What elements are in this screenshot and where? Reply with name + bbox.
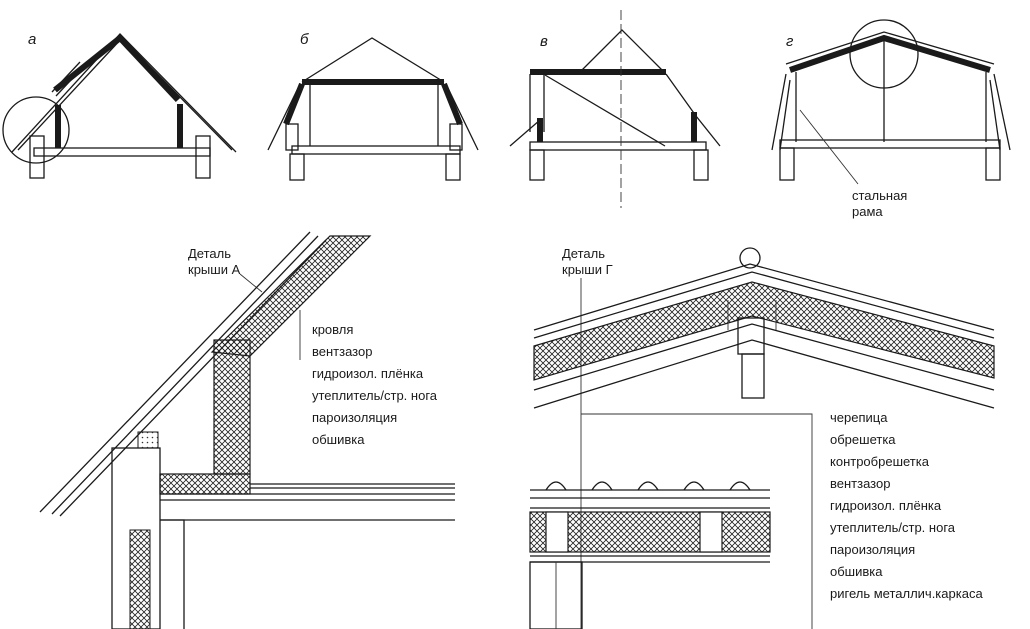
steel-frame-label-1: стальная	[852, 188, 907, 203]
detail-g-layer: обшивка	[830, 564, 883, 579]
detail-a-layer: гидроизол. плёнка	[312, 366, 424, 381]
detail-g-layer: утеплитель/стр. нога	[830, 520, 956, 535]
variant-g-section: г стальная рама	[771, 19, 1011, 219]
detail-a-layer: утеплитель/стр. нога	[312, 388, 438, 403]
detail-g-layer: гидроизол. плёнка	[830, 498, 942, 513]
detail-g-marker	[849, 19, 919, 89]
variant-b-section: б	[267, 31, 479, 181]
detail-g-drawing: Деталь крыши Г	[529, 246, 995, 629]
detail-a-drawing: Деталь крыши А	[39, 231, 455, 629]
detail-a-marker	[2, 96, 70, 164]
detail-a-layer: вентзазор	[312, 344, 372, 359]
detail-g-layer: ригель металлич.каркаса	[830, 586, 983, 601]
variant-a-letter: а	[28, 31, 36, 48]
detail-a-title-2: крыши А	[188, 262, 241, 277]
detail-g-title-1: Деталь	[562, 246, 605, 261]
detail-g-layer: пароизоляция	[830, 542, 915, 557]
detail-a-title-1: Деталь	[188, 246, 231, 261]
variant-v-letter: в	[540, 33, 548, 50]
detail-a-layer: обшивка	[312, 432, 365, 447]
variant-g-letter: г	[786, 33, 794, 50]
detail-g-layer-labels: черепица обрешетка контробрешетка вентза…	[830, 410, 983, 601]
detail-a-layer-labels: кровля вентзазор гидроизол. плёнка утепл…	[312, 322, 438, 447]
variant-a-section: а	[2, 31, 237, 179]
detail-a-layer: кровля	[312, 322, 353, 337]
detail-g-layer: черепица	[830, 410, 888, 425]
variant-v-section: в	[509, 10, 721, 208]
steel-frame-label-2: рама	[852, 204, 883, 219]
detail-g-layer: контробрешетка	[830, 454, 930, 469]
detail-g-layer: обрешетка	[830, 432, 896, 447]
detail-g-title-2: крыши Г	[562, 262, 613, 277]
variant-b-letter: б	[300, 31, 309, 48]
detail-a-layer: пароизоляция	[312, 410, 397, 425]
detail-g-layer: вентзазор	[830, 476, 890, 491]
